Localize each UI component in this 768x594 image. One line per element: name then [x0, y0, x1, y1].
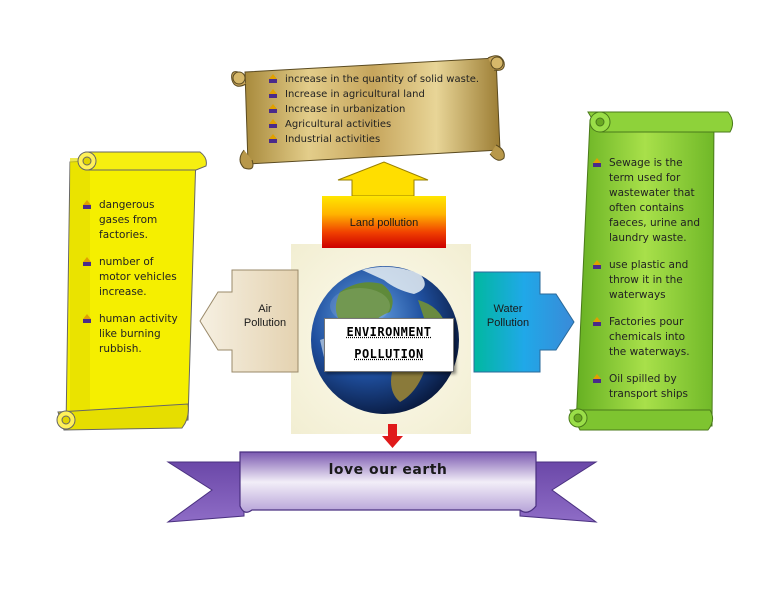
water-items-list: Sewage is the term used for wastewater t… — [592, 156, 704, 414]
list-item: human activity like burning rubbish. — [82, 312, 186, 357]
bullet-icon — [593, 317, 601, 326]
center-title-line1: ENVIRONMENT — [346, 325, 432, 339]
air-items-list: dangerous gases from factories. number o… — [82, 198, 186, 369]
list-item-text: Increase in agricultural land — [285, 89, 425, 100]
air-label-line2: Pollution — [243, 317, 287, 329]
bullet-icon — [593, 374, 601, 383]
list-item-text: increase in the quantity of solid waste. — [285, 74, 480, 85]
water-pollution-label: Water Pollution — [476, 302, 540, 330]
land-items-list: increase in the quantity of solid waste.… — [268, 72, 493, 147]
list-item: number of motor vehicles increase. — [82, 255, 186, 300]
bullet-icon — [269, 74, 277, 83]
bullet-icon — [269, 134, 277, 143]
bullet-icon — [593, 260, 601, 269]
list-item: Agricultural activities — [268, 117, 493, 132]
list-item: Increase in urbanization — [268, 102, 493, 117]
list-item-text: Oil spilled by transport ships — [609, 373, 689, 400]
land-scroll — [231, 55, 505, 170]
air-label-line1: Air — [258, 303, 272, 315]
land-pollution-label: Land pollution — [349, 217, 419, 229]
center-title-line2: POLLUTION — [354, 347, 424, 361]
list-item: use plastic and throw it in the waterway… — [592, 258, 704, 303]
list-item: dangerous gases from factories. — [82, 198, 186, 243]
water-scroll — [568, 111, 734, 431]
bullet-icon — [83, 314, 91, 323]
bullet-icon — [593, 158, 601, 167]
list-item: Increase in agricultural land — [268, 87, 493, 102]
list-item-text: Sewage is the term used for wastewater t… — [609, 157, 701, 244]
land-arrow — [322, 161, 446, 248]
earth-down-arrow — [382, 424, 403, 448]
bullet-icon — [83, 257, 91, 266]
bullet-icon — [83, 200, 91, 209]
list-item-text: use plastic and throw it in the waterway… — [609, 259, 689, 301]
center-title: ENVIRONMENT POLLUTION — [324, 318, 454, 372]
bullet-icon — [269, 89, 277, 98]
water-arrow — [473, 271, 575, 373]
list-item: Sewage is the term used for wastewater t… — [592, 156, 704, 246]
list-item-text: Factories pour chemicals into the waterw… — [609, 316, 690, 358]
bullet-icon — [269, 104, 277, 113]
water-label-line2: Pollution — [486, 317, 530, 329]
list-item-text: number of motor vehicles increase. — [99, 256, 177, 298]
air-scroll — [56, 151, 207, 431]
banner-ribbon — [166, 451, 598, 523]
list-item-text: dangerous gases from factories. — [99, 199, 158, 241]
list-item-text: Industrial activities — [285, 134, 381, 145]
water-label-line1: Water — [493, 303, 523, 315]
air-arrow — [199, 269, 299, 373]
list-item: Industrial activities — [268, 132, 493, 147]
list-item-text: human activity like burning rubbish. — [99, 313, 178, 355]
list-item: increase in the quantity of solid waste. — [268, 72, 493, 87]
list-item-text: Increase in urbanization — [285, 104, 406, 115]
air-pollution-label: Air Pollution — [234, 302, 296, 330]
bullet-icon — [269, 119, 277, 128]
banner-text: love our earth — [328, 462, 448, 478]
list-item: Factories pour chemicals into the waterw… — [592, 315, 704, 360]
list-item: Oil spilled by transport ships — [592, 372, 704, 402]
list-item-text: Agricultural activities — [285, 119, 392, 130]
